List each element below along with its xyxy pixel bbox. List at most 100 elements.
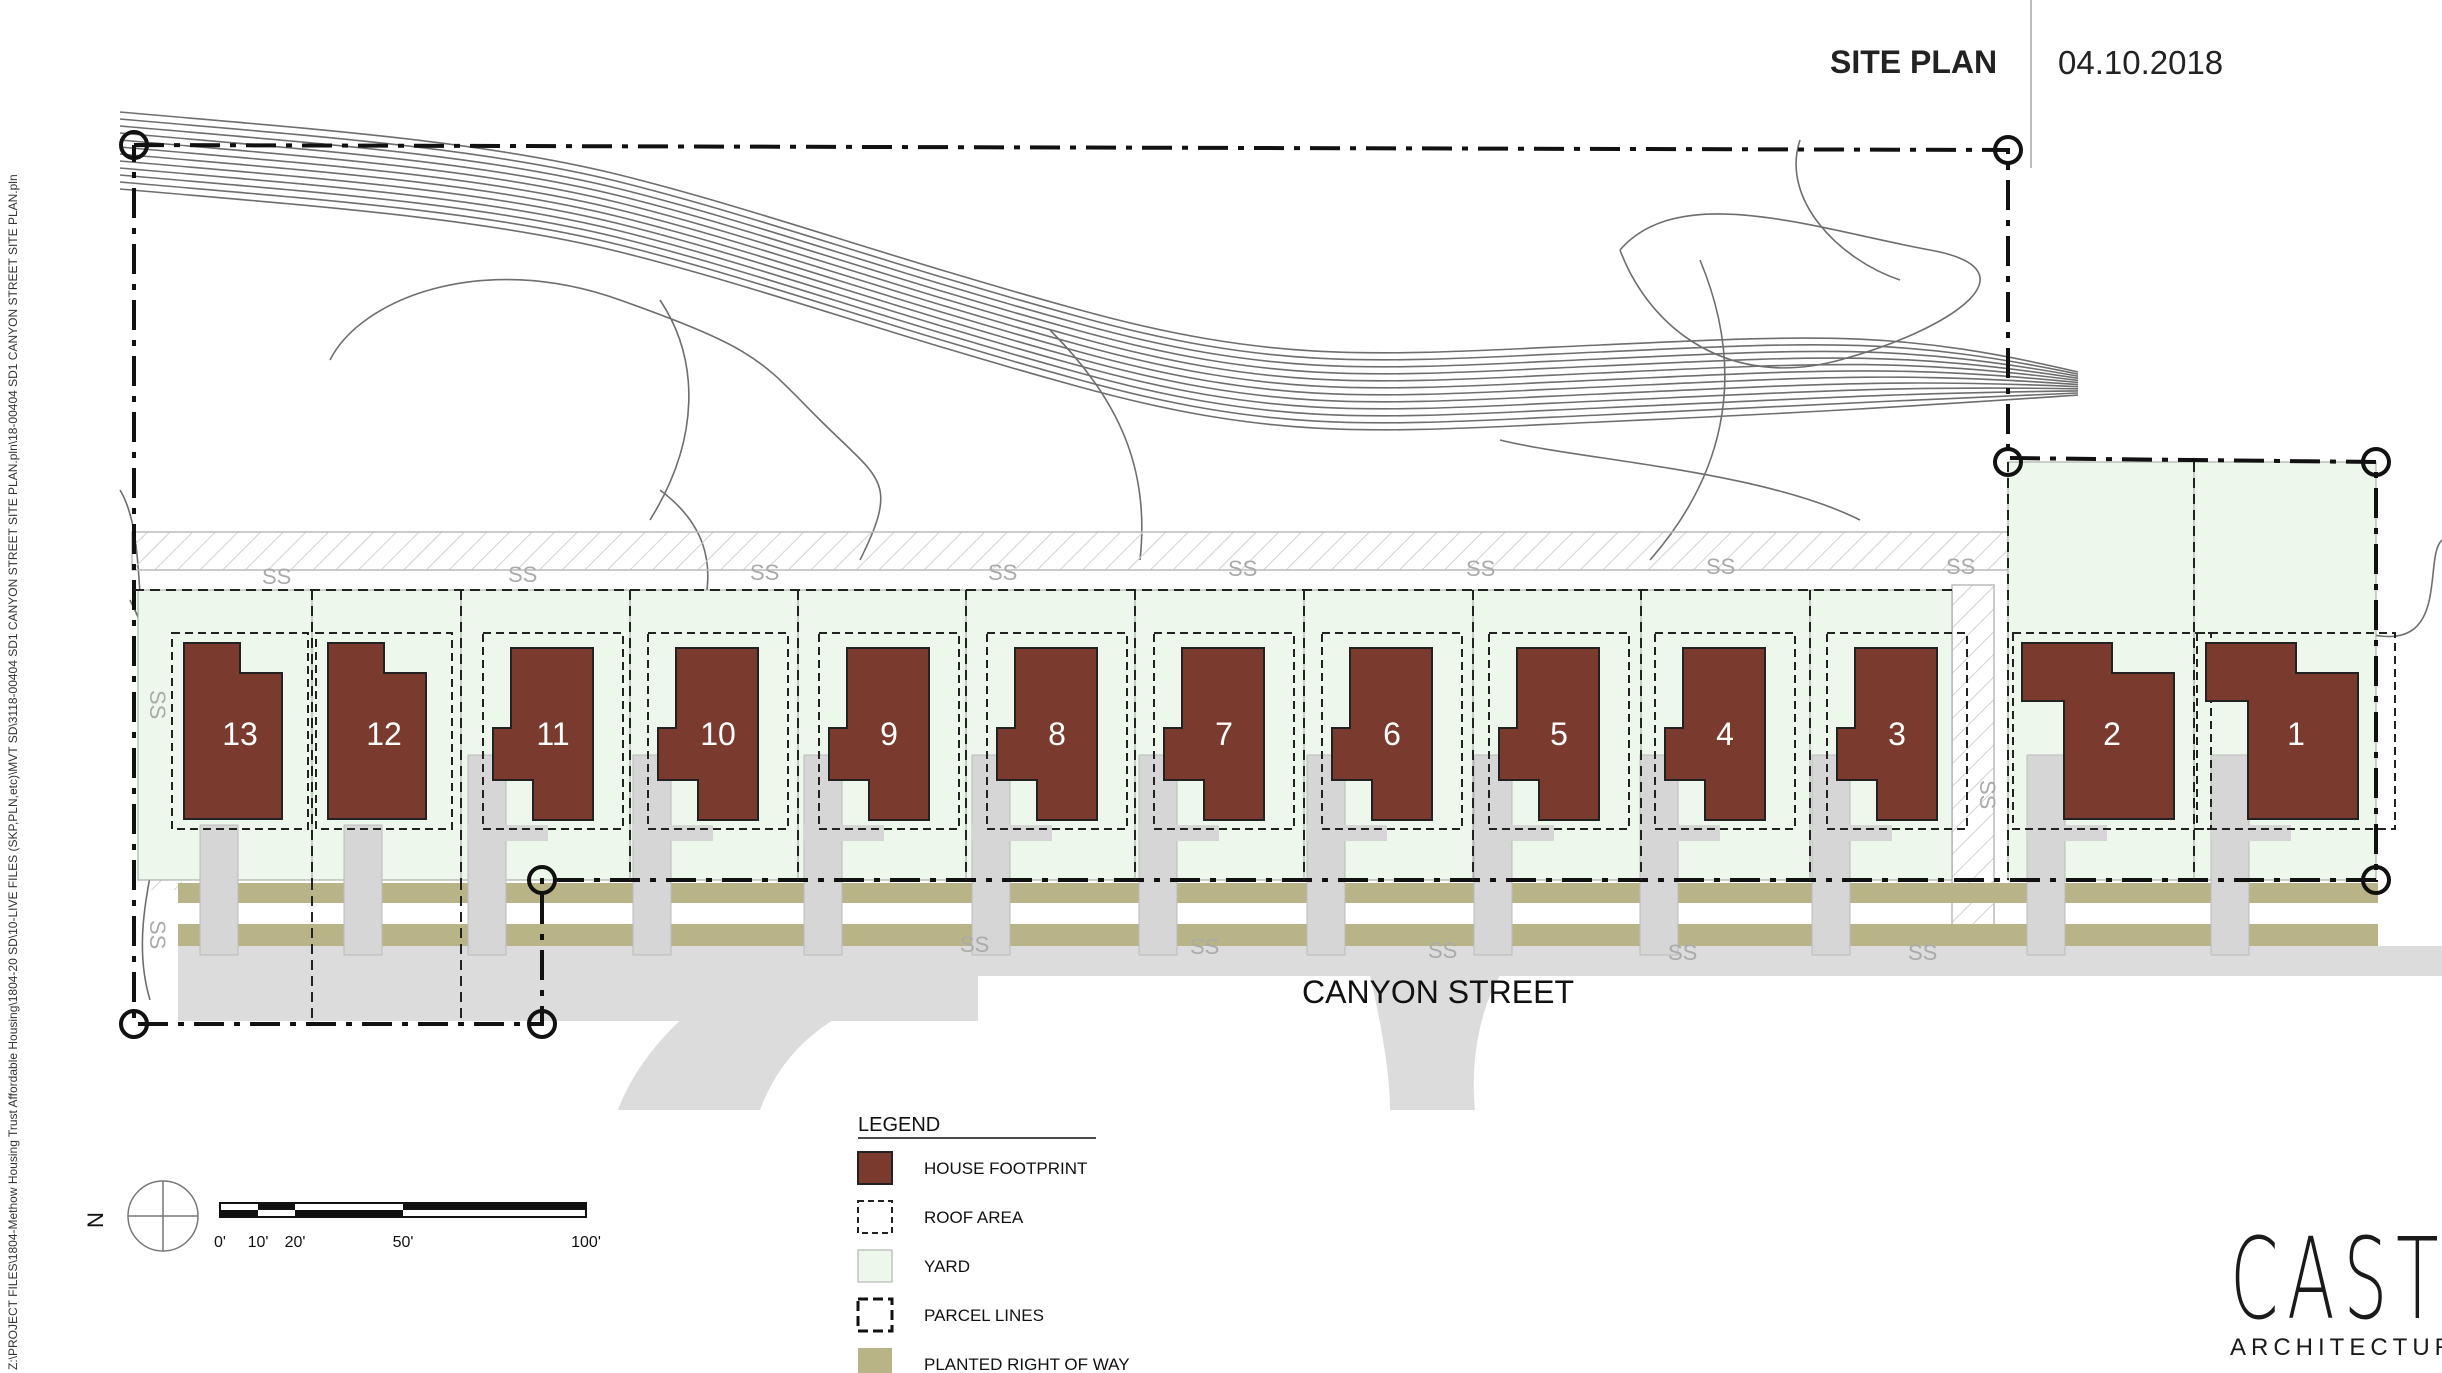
house-footprint <box>2205 642 2359 820</box>
lot-12: 12 <box>315 632 453 830</box>
boundary-marker <box>1993 447 2023 477</box>
legend-item-parcel: PARCEL LINES <box>856 1297 1044 1333</box>
topographic-contours <box>119 111 2442 1001</box>
sewer-label: SS <box>1466 556 1495 581</box>
legend-label: PARCEL LINES <box>924 1306 1044 1325</box>
sewer-label: SS <box>262 564 291 589</box>
boundary-marker <box>119 1009 149 1039</box>
lot-number: 11 <box>536 716 569 752</box>
lot-number: 7 <box>1215 716 1233 752</box>
roof-area <box>986 632 1128 830</box>
legend-title: LEGEND <box>858 1114 940 1136</box>
lot-5: 5 <box>1488 632 1630 830</box>
lot-7: 7 <box>1153 632 1295 830</box>
lot-number: 10 <box>700 716 736 752</box>
scale-tick-label: 50' <box>393 1234 414 1251</box>
boundary-marker <box>1993 135 2023 165</box>
sewer-label: SS <box>750 560 779 585</box>
street-name: CANYON STREET <box>1302 974 1574 1010</box>
north-arrow: N <box>83 1180 199 1252</box>
house-footprint <box>492 647 594 821</box>
legend-item-house: HOUSE FOOTPRINT <box>857 1151 1087 1185</box>
roof-area <box>482 632 624 830</box>
house-footprint <box>183 642 283 820</box>
driveways <box>199 754 2291 956</box>
sewer-label: SS <box>145 690 170 719</box>
north-label: N <box>83 1212 108 1228</box>
roof-area <box>315 632 453 830</box>
lot-number: 3 <box>1888 716 1906 752</box>
legend-item-planted: PLANTED RIGHT OF WAY <box>858 1348 1130 1373</box>
sewer-label: SS <box>1946 554 1975 579</box>
sewer-label: SS <box>1706 554 1735 579</box>
boundary-marker <box>2361 865 2391 895</box>
sewer-label: SS <box>1975 780 2000 809</box>
house-footprint <box>1498 647 1600 821</box>
house-footprint <box>1331 647 1433 821</box>
legend-item-roof: ROOF AREA <box>857 1200 1024 1234</box>
parcel-dividers <box>134 462 2195 1024</box>
boundary-marker <box>119 130 149 160</box>
lot-number: 8 <box>1048 716 1066 752</box>
roof-area <box>1321 632 1463 830</box>
house-footprint <box>1664 647 1766 821</box>
sewer-label: SS <box>988 560 1017 585</box>
roof-area <box>1826 632 1968 830</box>
sewer-label: SS <box>1668 940 1697 965</box>
firm-logo: CAST ARCHITECTURE <box>2230 1215 2442 1362</box>
lot-number: 13 <box>222 716 258 752</box>
house-footprint <box>2021 642 2175 820</box>
lot-number: 1 <box>2287 716 2305 752</box>
roof-area <box>818 632 960 830</box>
roof-area <box>2196 632 2396 830</box>
legend-label: ROOF AREA <box>924 1208 1024 1227</box>
legend-item-yard: YARD <box>857 1249 970 1283</box>
lot-6: 6 <box>1321 632 1463 830</box>
scale-tick-label: 100' <box>571 1234 601 1251</box>
sheet-title: SITE PLAN <box>1830 44 1998 80</box>
lot-2: 2 <box>2012 632 2212 830</box>
roof-area <box>1488 632 1630 830</box>
boundary-marker <box>2361 447 2391 477</box>
sewer-label: SS <box>1190 934 1219 959</box>
lot-10: 10 <box>647 632 789 830</box>
logo-wordmark: CAST <box>2230 1215 2442 1345</box>
lots: 13 12 11 10 9 8 7 6 5 4 3 2 1 <box>171 632 2396 830</box>
lot-number: 12 <box>366 716 402 752</box>
boundary-marker <box>527 1009 557 1039</box>
roof-area <box>1654 632 1796 830</box>
sewer-label: SS <box>960 932 989 957</box>
legend-label: HOUSE FOOTPRINT <box>924 1159 1087 1178</box>
sewer-label: SS <box>508 562 537 587</box>
header-divider <box>2030 0 2032 168</box>
sewer-easement <box>131 531 2009 571</box>
lot-number: 5 <box>1550 716 1568 752</box>
lot-3: 3 <box>1826 632 1968 830</box>
lot-4: 4 <box>1654 632 1796 830</box>
house-footprint <box>828 647 930 821</box>
scale-tick-label: 0' <box>214 1234 226 1251</box>
lot-8: 8 <box>986 632 1128 830</box>
logo-subtitle: ARCHITECTURE <box>2230 1334 2442 1361</box>
scale-tick-label: 20' <box>285 1234 306 1251</box>
house-footprint <box>996 647 1098 821</box>
lot-number: 9 <box>880 716 898 752</box>
house-footprint <box>657 647 759 821</box>
roof-area <box>1153 632 1295 830</box>
roof-area <box>647 632 789 830</box>
boundary-markers <box>119 130 2391 1039</box>
house-footprint <box>1836 647 1938 821</box>
lot-13: 13 <box>171 632 309 830</box>
lot-9: 9 <box>818 632 960 830</box>
lot-1: 1 <box>2196 632 2396 830</box>
sewer-label: SS <box>1428 938 1457 963</box>
house-footprint <box>1163 647 1265 821</box>
scale-tick-label: 10' <box>248 1234 269 1251</box>
parcel-boundary <box>132 143 2378 1026</box>
lot-11: 11 <box>482 632 624 830</box>
sewer-label: SS <box>145 920 170 949</box>
sheet-date: 04.10.2018 <box>2058 44 2224 81</box>
sewer-label: SS <box>1228 556 1257 581</box>
